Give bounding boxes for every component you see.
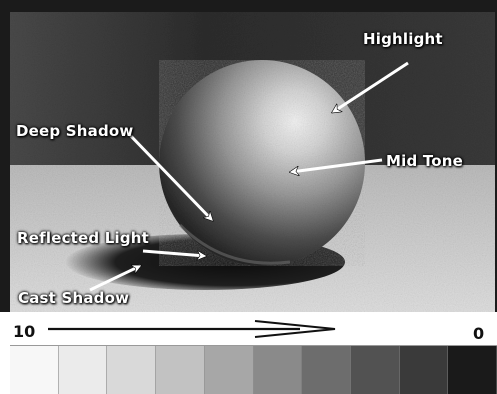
reflected-light-label: Reflected Light	[17, 229, 149, 247]
value-swatch	[302, 346, 351, 394]
value-swatch	[205, 346, 254, 394]
value-swatch	[400, 346, 449, 394]
deep-shadow-label: Deep Shadow	[16, 122, 133, 140]
cast-shadow-label: Cast Shadow	[18, 289, 129, 307]
highlight-label: Highlight	[363, 30, 443, 48]
value-swatch	[156, 346, 205, 394]
value-swatch	[254, 346, 303, 394]
mid-tone-label: Mid Tone	[386, 152, 463, 170]
value-swatch	[59, 346, 108, 394]
value-swatch-strip	[10, 345, 497, 394]
value-swatch	[448, 346, 497, 394]
value-swatch	[107, 346, 156, 394]
value-swatch	[10, 346, 59, 394]
value-swatch	[351, 346, 400, 394]
